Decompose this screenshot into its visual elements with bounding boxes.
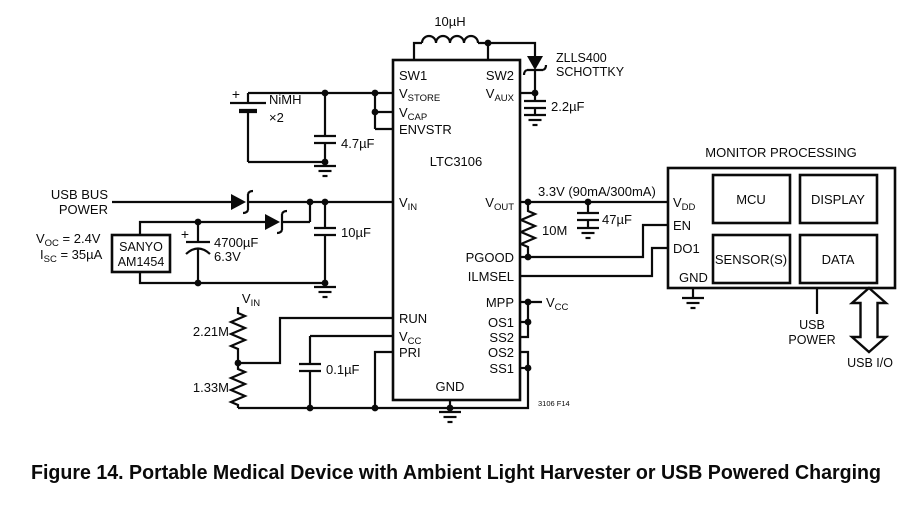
label-schottky-type: SCHOTTKY (556, 65, 625, 79)
pin-label-envstr: ENVSTR (399, 122, 452, 137)
label-usb-bus-1: USB BUS (51, 187, 108, 202)
label-cap-vaux: 2.2µF (551, 99, 585, 114)
battery-plus-sign: + (232, 86, 240, 102)
pin-label-pgood: PGOOD (466, 250, 514, 265)
label-battery-type: NiMH (269, 92, 302, 107)
pin-label-vcc: VCC (399, 329, 422, 347)
block-data (798, 233, 879, 285)
junction-dots (194, 39, 592, 412)
pin-label-vcap: VCAP (399, 105, 427, 123)
label-voc: VOC = 2.4V (36, 231, 101, 249)
pin-label-vaux: VAUX (486, 86, 515, 104)
label-res-divider-top: 2.21M (193, 324, 229, 339)
pin-label-sw1: SW1 (399, 68, 427, 83)
cap-47u-symbol (577, 211, 599, 222)
pin-label-mpp: MPP (486, 295, 514, 310)
label-res-pullup: 10M (542, 223, 567, 238)
usb-io-arrow (848, 286, 890, 354)
label-cap-bulk-voltage: 6.3V (214, 249, 241, 264)
figure-ref-code: 3106 F14 (538, 399, 570, 408)
ic-left-pin-labels: SW1 VSTORE VCAP ENVSTR VIN RUN VCC PRI (399, 68, 452, 360)
net-label-vcc: VCC (546, 295, 569, 313)
resistor-10m-symbol (518, 202, 538, 257)
label-cap-vin: 10µF (341, 225, 371, 240)
pin-label-sw2: SW2 (486, 68, 514, 83)
monitor-pin-gnd: GND (679, 270, 708, 285)
label-cap-vcc: 0.1µF (326, 362, 360, 377)
pin-label-gnd: GND (436, 379, 465, 394)
label-solar-part: AM1454 (118, 255, 165, 269)
block-mcu-label: MCU (736, 192, 766, 207)
pin-label-ss1: SS1 (489, 361, 514, 376)
label-usb-power-2: POWER (788, 333, 835, 347)
ground-symbol (437, 410, 463, 424)
ground-symbol (575, 226, 601, 240)
schottky-diode-vaux (522, 56, 548, 76)
ic-right-pin-labels: SW2 VAUX VOUT PGOOD ILMSEL MPP OS1 SS2 O… (466, 68, 515, 376)
monitor-pin-do1: DO1 (673, 241, 700, 256)
label-res-divider-bottom: 1.33M (193, 380, 229, 395)
ground-symbol (522, 113, 548, 127)
pin-label-run: RUN (399, 311, 427, 326)
label-cap-vstore: 4.7µF (341, 136, 375, 151)
inductor-symbol (420, 34, 480, 44)
ground-symbol (680, 296, 706, 310)
ic-name: LTC3106 (430, 154, 483, 169)
net-label-vin: VIN (242, 291, 260, 309)
ground-symbol (312, 285, 338, 299)
pin-label-os2: OS2 (488, 345, 514, 360)
net-label-vout-rail: 3.3V (90mA/300mA) (538, 184, 656, 199)
pin-label-ss2: SS2 (489, 330, 514, 345)
pin-label-vstore: VSTORE (399, 86, 440, 104)
label-usb-bus-2: POWER (59, 202, 108, 217)
resistor-1m33-symbol (228, 363, 248, 408)
label-isc: ISC = 35µA (40, 247, 103, 265)
pin-label-ilmsel: ILMSEL (468, 269, 514, 284)
label-schottky-part: ZLLS400 (556, 51, 607, 65)
label-usb-io: USB I/O (847, 356, 893, 370)
label-usb-power-1: USB (799, 318, 825, 332)
solar-cell-box (110, 233, 172, 274)
label-cap-bulk: 4700µF (214, 235, 258, 250)
block-sensors-label: SENSOR(S) (715, 252, 787, 267)
block-data-label: DATA (822, 252, 855, 267)
monitor-pin-vdd: VDD (673, 195, 696, 213)
block-display (798, 173, 879, 225)
ground-symbol (312, 164, 338, 178)
monitor-pin-en: EN (673, 218, 691, 233)
cap-2u2-symbol (524, 99, 546, 110)
figure-caption: Figure 14. Portable Medical Device with … (31, 461, 881, 484)
block-display-label: DISPLAY (811, 192, 865, 207)
pin-label-vin: VIN (399, 195, 417, 213)
cap-bulk-plus-sign: + (181, 226, 189, 242)
cap-4700u-symbol (185, 240, 211, 255)
monitor-pin-labels: VDD EN DO1 GND (673, 195, 708, 285)
label-cap-vout: 47µF (602, 212, 632, 227)
battery-nimh-symbol (230, 101, 266, 114)
monitor-title: MONITOR PROCESSING (705, 145, 856, 160)
pin-label-vout: VOUT (485, 195, 514, 213)
schottky-diode-usb (231, 189, 254, 215)
schottky-diode-solar (265, 209, 288, 235)
label-battery-count: ×2 (269, 110, 284, 125)
resistor-2m21-symbol (228, 307, 248, 363)
pin-label-os1: OS1 (488, 315, 514, 330)
block-sensors (711, 233, 792, 285)
label-inductor-value: 10µH (434, 14, 465, 29)
pin-label-pri: PRI (399, 345, 421, 360)
block-mcu (711, 173, 792, 225)
cap-4u7-symbol (314, 134, 336, 145)
ic-body (391, 58, 522, 402)
label-solar-brand: SANYO (119, 240, 163, 254)
cap-10u-symbol (314, 226, 336, 237)
cap-0u1-symbol (299, 362, 321, 373)
